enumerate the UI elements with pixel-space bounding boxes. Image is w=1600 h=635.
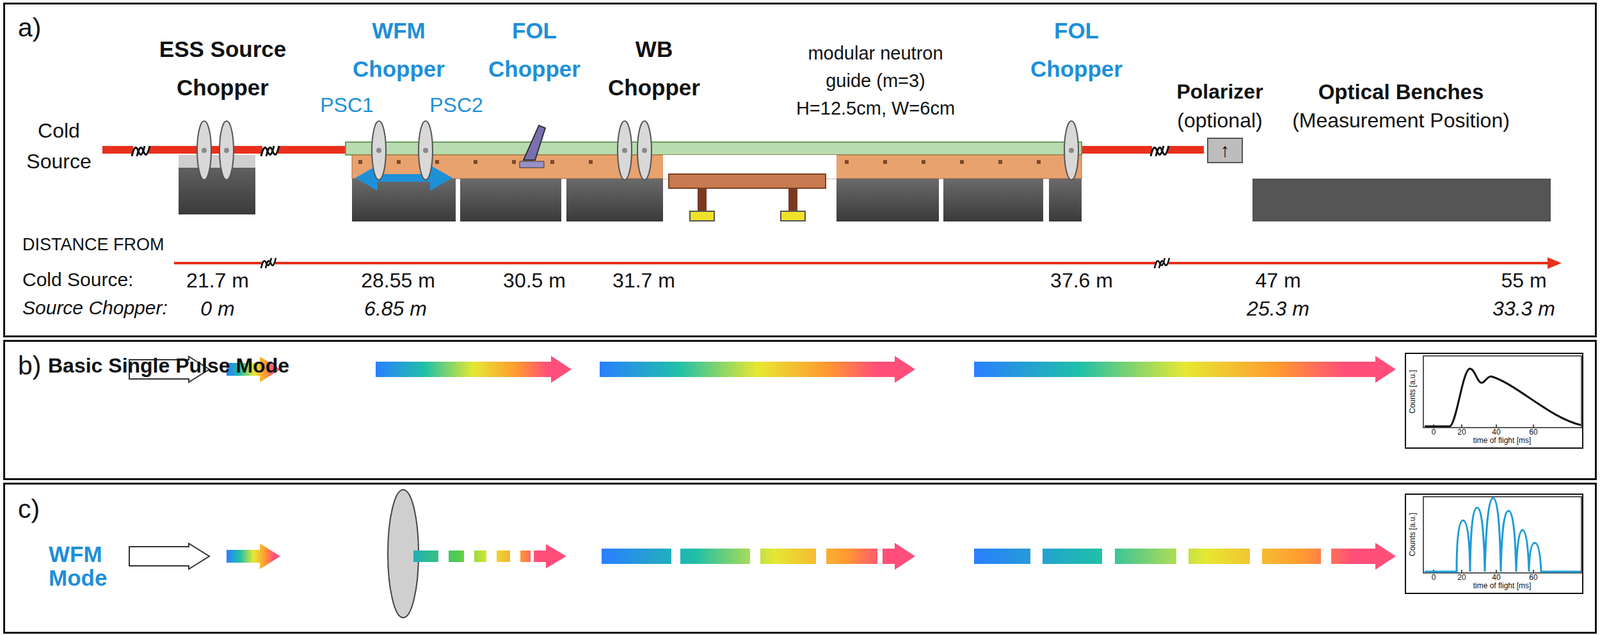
component-label: (optional) [1176,108,1263,133]
component-label: modular neutron guide (m=3) H=12.5cm, W=… [787,39,964,123]
component-label: Polarizer [1176,80,1263,104]
component-label: PSC2 [429,93,484,118]
panel-tag: a) [17,12,41,43]
distance-label: 6.85 m [364,296,427,321]
distance-label: 37.6 m [1050,268,1113,293]
component-label: Optical Benches [1318,80,1485,105]
panel-tag: b) [17,350,41,381]
tick-label: 40 [1491,573,1501,583]
distance-label: 47 m [1255,268,1301,293]
component-label: ESS Source Chopper [147,30,299,107]
panel-tag: c) [17,494,40,525]
axis-label: Cold Source [17,115,101,177]
component-label: (Measurement Position) [1292,108,1510,133]
tick-label: 0 [1431,573,1437,583]
plot-frame: Counts [a.u.] time of flight [ms] 0 20 40 60 [1404,352,1584,449]
panel-heading: WFM Mode [48,542,120,591]
panel: c) WFM Mode Counts [a.u.] time of flight [m… [3,482,1597,634]
distance-label: 33.3 m [1492,296,1556,321]
tick-label: 60 [1528,573,1538,583]
component-label: WFM Chopper [334,11,463,88]
tick-label: 40 [1491,428,1501,438]
tick-label: 20 [1457,573,1466,583]
axis-label: Cold Source: [22,268,134,292]
panel: b) Basic Single Pulse ModeCounts [a.u.] ti… [3,339,1597,480]
component-label: FOL Chopper [470,11,599,88]
distance-label: 30.5 m [503,268,566,293]
axis-label: Source Chopper: [22,296,168,320]
polarizer-box: ↑ [1207,137,1243,164]
component-label: WB Chopper [590,30,719,107]
panel-heading: Basic Single Pulse Mode [48,353,290,378]
distance-label: 31.7 m [612,268,676,293]
distance-label: 0 m [200,296,235,321]
plot-frame: Counts [a.u.] time of flight [ms] 0 20 40 60 [1404,493,1584,594]
distance-label: 21.7 m [186,268,249,293]
tick-label: 20 [1457,428,1466,438]
axis-title: time of flight [ms] [1473,436,1532,446]
polarization-arrow: ↑ [1208,138,1242,162]
component-label: FOL Chopper [1012,11,1141,88]
component-label: PSC1 [320,93,374,118]
panel: a) ↑ [3,2,1597,338]
distance-label: 55 m [1500,268,1547,293]
axis-label: DISTANCE FROM [22,234,165,255]
axis-title: Counts [a.u.] [1408,369,1418,414]
distance-label: 25.3 m [1246,296,1310,321]
tick-label: 60 [1528,428,1538,438]
distance-label: 28.55 m [360,268,436,293]
axis-title: Counts [a.u.] [1408,512,1418,557]
axis-title: time of flight [ms] [1473,581,1532,591]
tick-label: 0 [1431,428,1437,438]
